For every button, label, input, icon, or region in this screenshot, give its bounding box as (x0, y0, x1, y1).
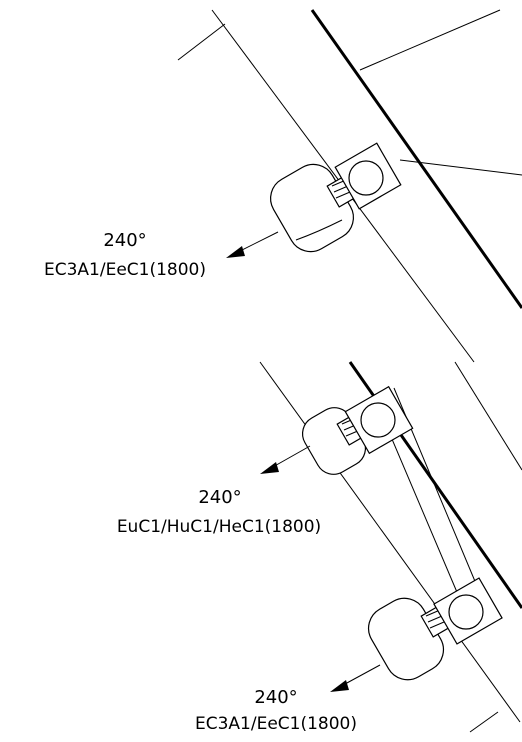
direction-arrows (226, 231, 381, 692)
callout-code: EC3A1/EeC1(1800) (44, 260, 206, 280)
upper-tick-mark (177, 23, 226, 61)
callout-code: EuC1/HuC1/HeC1(1800) (117, 517, 321, 537)
lower-diagonal-line (259, 361, 521, 723)
lower-tick-mark (469, 711, 499, 733)
lower-right-diagonal-line (454, 361, 522, 471)
lamp-socket (348, 160, 384, 196)
lamp-assembly-lower (367, 577, 503, 681)
upper-guide-rail (310, 9, 522, 309)
lamp-socket (360, 402, 396, 438)
callout-code: EC3A1/EeC1(1800) (195, 714, 357, 734)
callout-angle: 240° (254, 687, 297, 708)
lamp-lens-arc (295, 219, 343, 241)
arrow-1-head (226, 246, 245, 258)
lamp-assembly-upper (270, 142, 402, 253)
guide-rails (310, 9, 522, 609)
callout-angle: 240° (198, 487, 241, 508)
arrow-2-head (260, 462, 279, 474)
lamp-assembly-middle (301, 385, 414, 475)
callout-2: 240° EuC1/HuC1/HeC1(1800) (117, 487, 321, 537)
upper-right-edge-line (359, 9, 501, 71)
lamp-socket (448, 594, 484, 630)
callout-3: 240° EC3A1/EeC1(1800) (195, 687, 357, 734)
arrow-3-head (330, 680, 349, 692)
callout-1: 240° EC3A1/EeC1(1800) (44, 230, 206, 280)
callout-angle: 240° (103, 230, 146, 251)
